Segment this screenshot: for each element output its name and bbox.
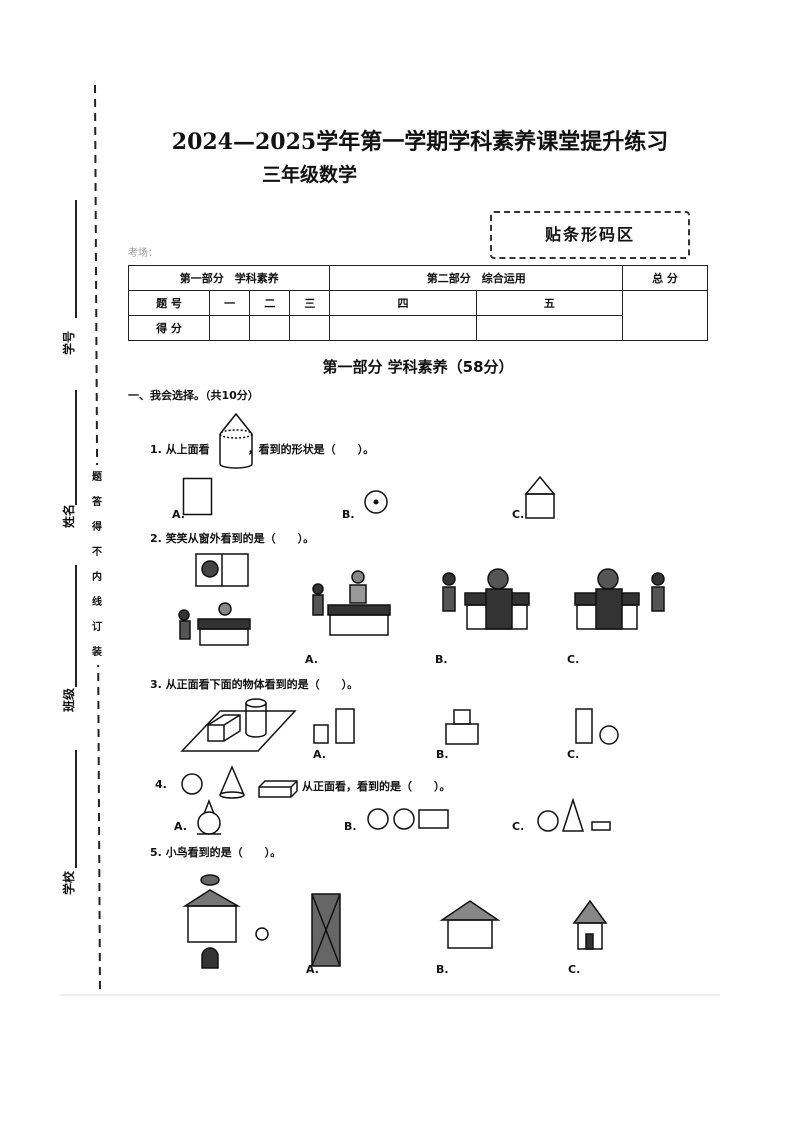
option-b-label[interactable]: B. <box>436 748 449 761</box>
question-1: 1. 从上面看 ，看到的形状是（ ）。 <box>150 441 374 457</box>
option-b-shapes <box>445 709 479 745</box>
board-platform <box>180 710 297 752</box>
q-num: 3. <box>150 678 162 691</box>
cone-cylinder-figure <box>219 412 253 469</box>
question-2: 2. 笑笑从窗外看到的是（ ）。 <box>150 530 314 546</box>
cone-on-ball-option <box>197 798 221 835</box>
option-a-shapes <box>313 708 355 744</box>
option-b-label[interactable]: B. <box>344 820 357 833</box>
option-c-label[interactable]: C. <box>567 653 580 666</box>
q-text: 笑笑从窗外看到的是（ ）。 <box>165 532 315 545</box>
binding-char: 装 <box>92 647 102 658</box>
exam-room-label: 考场： <box>128 248 158 259</box>
house-views-figures <box>182 874 608 969</box>
barcode-area: 贴条形码区 <box>490 211 690 259</box>
q-text: 从正面看下面的物体看到的是（ ）。 <box>165 678 359 691</box>
school-label: 学校 <box>62 870 76 895</box>
option-c-scene <box>574 568 665 630</box>
option-c-house-side <box>572 899 608 950</box>
binding-char: 内 <box>92 572 102 583</box>
score-cell[interactable] <box>475 315 624 341</box>
cuboid <box>207 714 241 742</box>
option-a-label[interactable]: A. <box>306 963 319 976</box>
option-b-scene <box>442 568 530 630</box>
bird-icon <box>200 874 220 886</box>
option-b-house-front <box>439 900 501 949</box>
option-a-roof-top <box>311 893 341 967</box>
option-a-label[interactable]: A. <box>305 653 318 666</box>
q-text: 从上面看 <box>165 443 210 456</box>
q-number: 五 <box>475 290 624 316</box>
question-5: 5. 小鸟看到的是（ ）。 <box>150 844 281 860</box>
q-num: 5. <box>150 846 162 859</box>
house-shape-option <box>524 475 556 519</box>
ball-cone-cuboid-figures <box>181 765 298 799</box>
option-c-label[interactable]: C. <box>567 748 580 761</box>
row-number-label: 题 号 <box>128 290 210 316</box>
q-text: ，看到的形状是（ ）。 <box>247 443 375 456</box>
objects-figures <box>180 698 619 752</box>
exam-title: 2024—2025学年第一学期学科素养课堂提升练习 <box>171 129 669 155</box>
name-label: 姓名 <box>62 503 76 528</box>
option-a-label[interactable]: A. <box>313 748 326 761</box>
option-a-label[interactable]: A. <box>174 820 187 833</box>
rectangle-option <box>182 477 213 516</box>
part1-header: 第一部分 学科素养 <box>127 265 331 291</box>
name-line <box>75 390 77 505</box>
exam-subtitle: 三年级数学 <box>262 164 358 186</box>
score-cell[interactable] <box>329 315 477 341</box>
option-a-label[interactable]: A. <box>172 508 185 521</box>
score-cell[interactable] <box>208 315 251 341</box>
binding-char: 不 <box>92 547 102 558</box>
class-line <box>75 565 77 687</box>
part-one-heading: 一、我会选择。（共10分） <box>128 389 259 402</box>
binding-char: 得 <box>92 522 102 533</box>
score-table: 第一部分 学科素养 第二部分 综合运用 总 分 题 号 一 二 三 四 五 得 … <box>127 265 708 341</box>
option-b-label[interactable]: B. <box>436 963 449 976</box>
q-number: 三 <box>289 290 331 316</box>
row-score-label: 得 分 <box>128 315 210 341</box>
window-girl-icon <box>195 553 249 587</box>
circle-triangle-rect-option <box>537 797 611 832</box>
q-text: 小鸟看到的是（ ）。 <box>165 846 282 859</box>
student-id-label: 学号 <box>62 330 76 355</box>
binding-char: 题 <box>92 472 102 483</box>
binding-char: 订 <box>92 622 102 633</box>
question-3: 3. 从正面看下面的物体看到的是（ ）。 <box>150 676 358 692</box>
reference-scene <box>178 602 251 646</box>
section-heading: 第一部分 学科素养（58分） <box>322 358 514 376</box>
house-with-animals <box>182 889 269 969</box>
question-4-number: 4. <box>155 778 167 791</box>
binding-char: 线 <box>92 597 102 608</box>
cylinder <box>245 698 267 738</box>
window-scene-figures <box>178 553 665 646</box>
binding-notice: 题 答 得 不 内 线 订 装 <box>90 465 104 665</box>
option-b-label[interactable]: B. <box>342 508 355 521</box>
option-a-scene <box>312 570 391 636</box>
option-c-label[interactable]: C. <box>568 963 581 976</box>
score-cell[interactable] <box>289 315 331 341</box>
binding-char: 答 <box>92 497 102 508</box>
circles-rectangle-option <box>367 808 449 830</box>
student-id-line <box>75 200 77 318</box>
option-c-label[interactable]: C. <box>512 508 525 521</box>
option-c-label[interactable]: C. <box>512 820 525 833</box>
option-b-label[interactable]: B. <box>435 653 448 666</box>
q-num: 2. <box>150 532 162 545</box>
question-4-text: 从正面看，看到的是（ ）。 <box>302 780 451 793</box>
total-header: 总 分 <box>622 265 708 291</box>
option-c-shapes <box>575 708 619 745</box>
school-line <box>75 750 77 868</box>
q-number: 一 <box>208 290 251 316</box>
score-cell[interactable] <box>249 315 291 341</box>
part2-header: 第二部分 综合运用 <box>329 265 623 291</box>
q-number: 二 <box>249 290 291 316</box>
q-number: 四 <box>329 290 477 316</box>
class-label: 班级 <box>62 687 76 712</box>
circle-dot-option <box>364 490 388 514</box>
total-score-cell[interactable] <box>622 290 708 341</box>
q-num: 1. <box>150 443 162 456</box>
